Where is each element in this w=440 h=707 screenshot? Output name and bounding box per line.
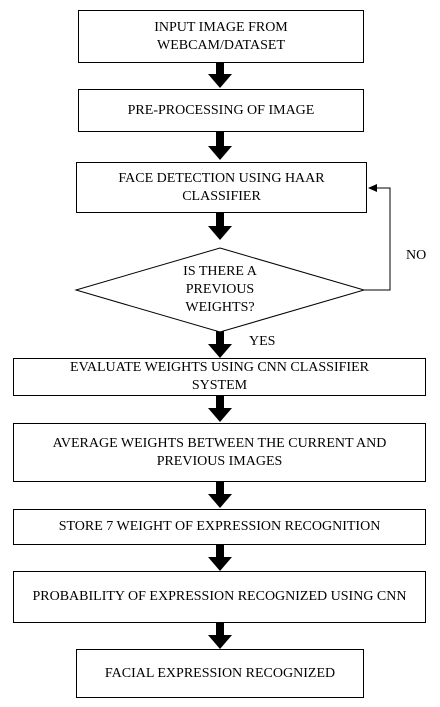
step-probability-box: PROBABILITY OF EXPRESSION RECOGNIZED USI… bbox=[13, 571, 426, 623]
arrow-decision-to-evaluate bbox=[208, 331, 232, 358]
step-preprocess-text: PRE-PROCESSING OF IMAGE bbox=[127, 102, 315, 118]
step-average-box: AVERAGE WEIGHTS BETWEEN THE CURRENT AND … bbox=[13, 423, 426, 482]
step-probability-text: PROBABILITY OF EXPRESSION RECOGNIZED USI… bbox=[32, 589, 407, 604]
branch-label-yes: YES bbox=[249, 334, 276, 349]
step-input-box: INPUT IMAGE FROM WEBCAM/DATASET bbox=[78, 10, 364, 63]
step-evaluate-text: EVALUATE WEIGHTS USING CNN CLASSIFIER SY… bbox=[70, 360, 369, 393]
no-loop-arrowhead bbox=[368, 184, 377, 192]
step-result-text: FACIAL EXPRESSION RECOGNIZED bbox=[104, 665, 336, 681]
step-input-text: INPUT IMAGE FROM WEBCAM/DATASET bbox=[154, 19, 288, 53]
step-average-text: AVERAGE WEIGHTS BETWEEN THE CURRENT AND … bbox=[52, 435, 387, 469]
arrow-store-to-probability bbox=[208, 545, 232, 571]
branch-label-no: NO bbox=[406, 248, 427, 263]
arrow-probability-to-result bbox=[208, 623, 232, 649]
decision-text: IS THERE A PREVIOUS WEIGHTS? bbox=[183, 264, 257, 315]
step-preprocess-box: PRE-PROCESSING OF IMAGE bbox=[78, 89, 364, 132]
step-result-box: FACIAL EXPRESSION RECOGNIZED bbox=[76, 649, 364, 698]
arrow-face-detection-to-decision bbox=[208, 213, 232, 240]
arrow-input-to-preprocess bbox=[208, 62, 232, 88]
arrow-evaluate-to-average bbox=[208, 396, 232, 422]
arrow-average-to-store bbox=[208, 482, 232, 508]
decision-diamond bbox=[74, 247, 366, 333]
step-face-detection-text: FACE DETECTION USING HAAR CLASSIFIER bbox=[118, 170, 325, 204]
step-face-detection-box: FACE DETECTION USING HAAR CLASSIFIER bbox=[76, 162, 367, 213]
no-loop-line bbox=[364, 187, 391, 291]
step-store-box: STORE 7 WEIGHT OF EXPRESSION RECOGNITION bbox=[13, 509, 426, 545]
step-evaluate-box: EVALUATE WEIGHTS USING CNN CLASSIFIER SY… bbox=[13, 358, 426, 396]
arrow-preprocess-to-face-detection bbox=[208, 132, 232, 160]
step-store-text: STORE 7 WEIGHT OF EXPRESSION RECOGNITION bbox=[58, 519, 381, 534]
